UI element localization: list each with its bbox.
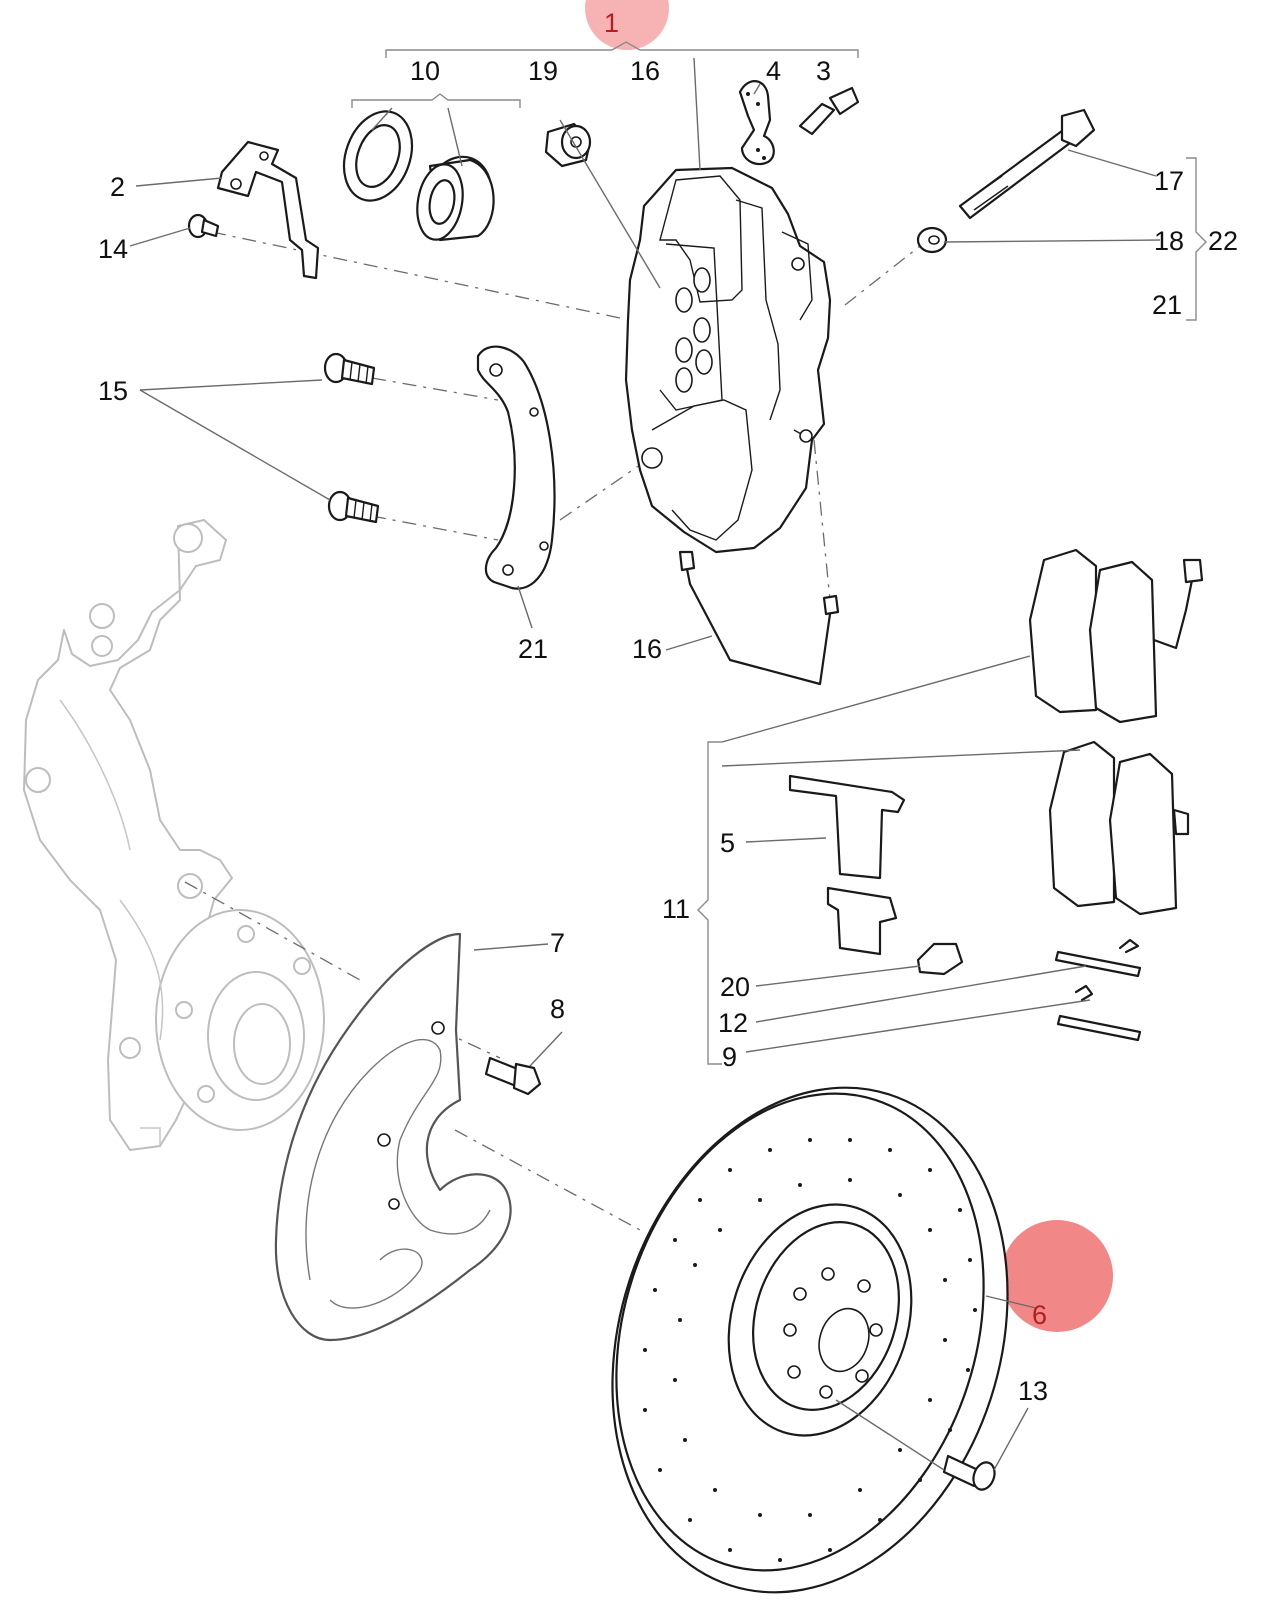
part-3-bleeder-screw[interactable]: [798, 86, 860, 136]
part-15-bolt-upper[interactable]: [323, 352, 376, 386]
disc-cross-drill-pattern: [643, 1138, 977, 1562]
callout-7[interactable]: 7: [550, 928, 565, 958]
part-18-washer[interactable]: [916, 226, 948, 254]
callout-8[interactable]: 8: [550, 994, 565, 1024]
callout-21-right[interactable]: 21: [1152, 290, 1182, 320]
callout-11[interactable]: 11: [662, 894, 690, 924]
steering-knuckle-ghost: [23, 519, 325, 1151]
callout-12[interactable]: 12: [718, 1008, 748, 1038]
part-13-screw[interactable]: [942, 1454, 998, 1493]
part-20-sensor-clip[interactable]: [916, 942, 964, 976]
callout-19[interactable]: 19: [528, 56, 558, 86]
callout-5[interactable]: 5: [720, 828, 735, 858]
brake-pads-lower[interactable]: [1048, 740, 1190, 916]
callout-22[interactable]: 22: [1208, 226, 1238, 256]
part-16-brake-line[interactable]: [678, 550, 840, 686]
part-7-dust-shield[interactable]: [274, 932, 512, 1342]
part-1-caliper[interactable]: [624, 166, 832, 554]
brace-10: [351, 93, 521, 108]
part-4-bleeder-plate[interactable]: [738, 80, 775, 166]
callout-2[interactable]: 2: [110, 172, 125, 202]
part-12-retaining-pin[interactable]: [1054, 938, 1142, 978]
part-17-long-bolt[interactable]: [958, 108, 1096, 220]
callout-10[interactable]: 10: [410, 56, 440, 86]
callout-20[interactable]: 20: [720, 972, 750, 1002]
part-5-anti-rattle-spring[interactable]: [788, 774, 906, 956]
part-8-bolt[interactable]: [484, 1056, 542, 1096]
part-15-bolt-lower[interactable]: [327, 490, 380, 524]
part-21-caliper-bracket[interactable]: [476, 345, 556, 590]
part-14-screw[interactable]: [187, 213, 220, 239]
brace-22: [1186, 157, 1207, 321]
highlight-marker-1[interactable]: [585, 0, 669, 50]
callout-18[interactable]: 18: [1154, 226, 1184, 256]
callout-4[interactable]: 4: [766, 56, 781, 86]
brace-11: [697, 741, 722, 1065]
highlight-marker-6[interactable]: [1001, 1220, 1113, 1332]
callout-1[interactable]: 1: [604, 8, 619, 38]
callout-16-line[interactable]: 16: [632, 634, 662, 664]
leader-lines: [129, 57, 1161, 1471]
callout-13[interactable]: 13: [1018, 1376, 1048, 1406]
callout-9[interactable]: 9: [722, 1042, 737, 1072]
callout-3[interactable]: 3: [816, 56, 831, 86]
part-2-bracket[interactable]: [216, 140, 320, 280]
callout-14[interactable]: 14: [98, 234, 128, 264]
part-6-brake-disc[interactable]: [550, 1036, 1071, 1600]
callout-16-top[interactable]: 16: [630, 56, 660, 86]
callout-17[interactable]: 17: [1154, 166, 1184, 196]
callout-6[interactable]: 6: [1032, 1300, 1047, 1330]
callout-21-bracket[interactable]: 21: [518, 634, 548, 664]
part-10-seal-kit[interactable]: [332, 102, 502, 245]
callout-15[interactable]: 15: [98, 376, 128, 406]
brake-pads-upper[interactable]: [1028, 548, 1204, 724]
part-9-retaining-pin[interactable]: [1056, 984, 1142, 1042]
brace-1: [385, 41, 859, 58]
